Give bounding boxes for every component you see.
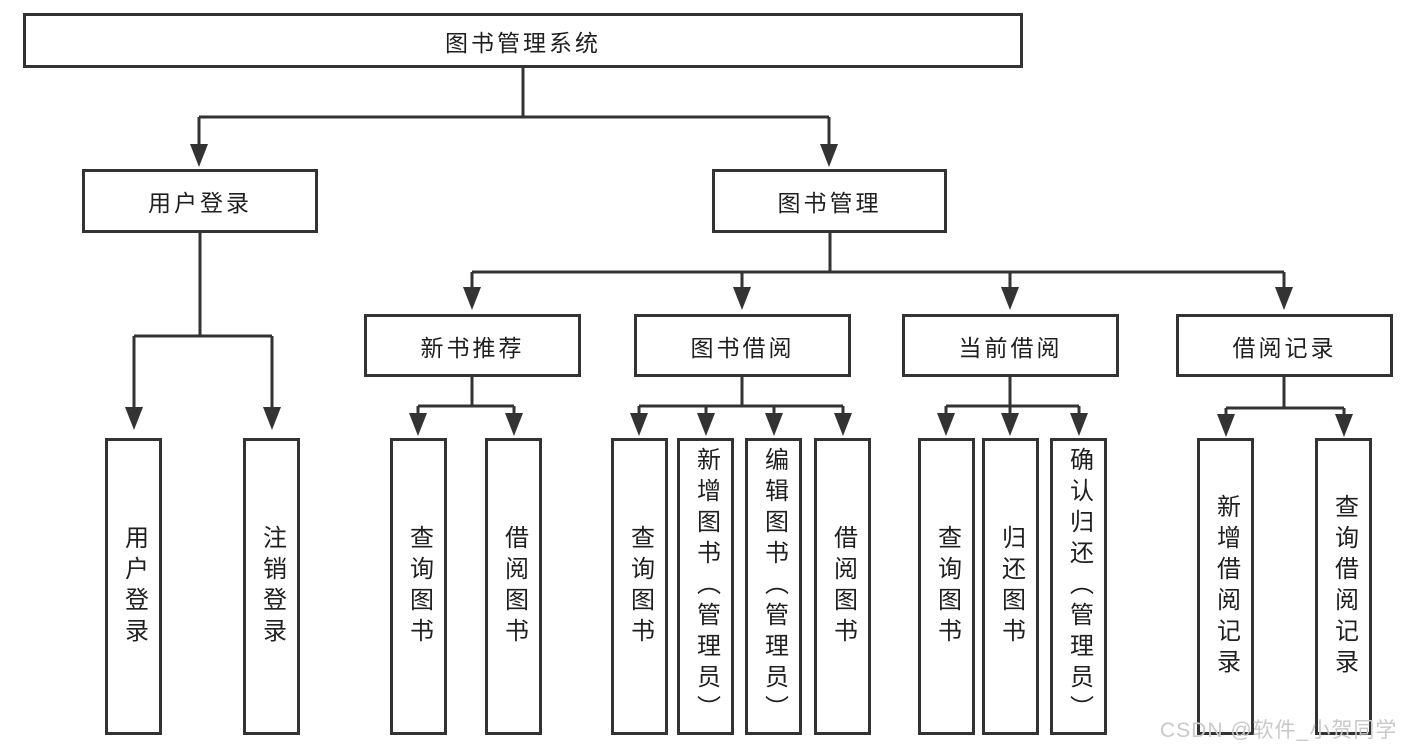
arrowhead-leaf: [1217, 414, 1235, 437]
edges-book-mgmt-to-level3: [463, 233, 1293, 310]
edges-new-book-rec-children: [409, 377, 523, 436]
leaf-label: 查询借阅记录: [1330, 493, 1358, 680]
node-new-book-rec-label: 新书推荐: [420, 334, 525, 361]
leaf-label: 归还图书: [997, 524, 1025, 649]
leaf-logout: 注销登录: [243, 438, 300, 735]
leaf-query-books-newrec: 查询图书: [390, 438, 447, 735]
node-root-label: 图书管理系统: [445, 29, 601, 56]
watermark: CSDN @软件_小贺同学: [1160, 719, 1398, 742]
node-book-mgmt: 图书管理: [712, 169, 947, 233]
edges-current-borrow-children: [937, 377, 1088, 436]
node-user-login: 用户登录: [82, 169, 318, 233]
edges-user-login-children: [125, 233, 281, 430]
leaf-user-login: 用户登录: [105, 438, 162, 735]
leaf-borrow-books-newrec: 借阅图书: [485, 438, 542, 735]
arrowhead-to-current-borrow: [1001, 287, 1019, 310]
node-current-borrow: 当前借阅: [902, 314, 1119, 377]
arrowhead-leaf: [630, 413, 648, 436]
node-current-borrow-label: 当前借阅: [958, 334, 1063, 361]
arrowhead-leaf: [1070, 413, 1088, 436]
leaf-label: 确认归还（管理员）: [1065, 447, 1093, 726]
node-borrow-records-label: 借阅记录: [1232, 334, 1337, 361]
leaf-query-books-current: 查询图书: [918, 438, 975, 735]
arrowhead-leaf: [765, 413, 783, 436]
leaf-label: 新增借阅记录: [1212, 493, 1240, 680]
leaf-label: 查询图书: [405, 524, 433, 649]
leaf-confirm-return-admin: 确认归还（管理员）: [1050, 438, 1107, 735]
edges-book-borrow-children: [630, 377, 852, 436]
node-book-mgmt-label: 图书管理: [777, 190, 882, 216]
leaf-label: 编辑图书（管理员）: [760, 447, 788, 726]
arrowhead-to-leaf-user-login: [125, 407, 143, 430]
arrowhead-to-book-borrow: [733, 287, 751, 310]
leaf-edit-book-admin: 编辑图书（管理员）: [745, 438, 802, 735]
arrowhead-to-borrow-records: [1275, 287, 1293, 310]
leaf-label: 用户登录: [120, 524, 148, 649]
node-book-borrow-label: 图书借阅: [690, 334, 795, 361]
arrowhead-leaf: [1335, 414, 1353, 437]
arrowhead-leaf: [505, 413, 523, 436]
arrowhead-leaf: [834, 413, 852, 436]
edges-root-to-level2: [190, 68, 838, 167]
node-new-book-rec: 新书推荐: [364, 314, 581, 377]
leaf-query-borrow-record: 查询借阅记录: [1315, 438, 1372, 735]
arrowhead-to-new-book-rec: [463, 287, 481, 310]
leaf-label: 新增图书（管理员）: [692, 447, 720, 726]
leaf-add-borrow-record: 新增借阅记录: [1197, 438, 1254, 735]
arrowhead-leaf: [409, 413, 427, 436]
leaf-label: 借阅图书: [500, 524, 528, 649]
leaf-label: 注销登录: [258, 524, 286, 649]
arrowhead-to-user-login: [190, 144, 208, 167]
leaf-label: 查询图书: [933, 524, 961, 649]
edges-borrow-records-children: [1217, 377, 1353, 437]
leaf-label: 借阅图书: [829, 524, 857, 649]
node-user-login-label: 用户登录: [148, 190, 252, 216]
arrowhead-leaf: [937, 413, 955, 436]
leaf-add-book-admin: 新增图书（管理员）: [677, 438, 734, 735]
leaf-query-books-borrow: 查询图书: [611, 438, 668, 735]
leaf-label: 查询图书: [626, 524, 654, 649]
leaf-borrow-books-borrow: 借阅图书: [814, 438, 871, 735]
arrowhead-to-book-mgmt: [820, 144, 838, 167]
arrowhead-leaf: [1001, 413, 1019, 436]
arrowhead-to-leaf-logout: [263, 407, 281, 430]
arrowhead-leaf: [697, 413, 715, 436]
node-root: 图书管理系统: [23, 13, 1023, 68]
node-borrow-records: 借阅记录: [1176, 314, 1393, 377]
node-book-borrow: 图书借阅: [634, 314, 851, 377]
leaf-return-book: 归还图书: [982, 438, 1039, 735]
